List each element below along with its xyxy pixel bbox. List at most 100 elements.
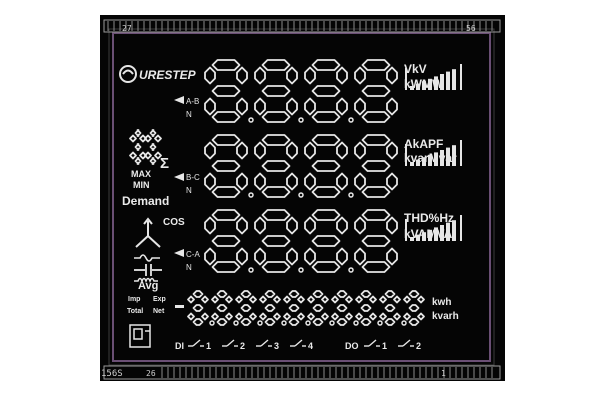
unit-row2-line1: AkAPF: [404, 137, 443, 151]
small-digit-2: [144, 129, 162, 165]
pin-label-bottom-right: 1: [441, 369, 446, 378]
bar-segment: [416, 234, 420, 241]
unit-row1-line1: VkV: [404, 62, 427, 76]
logo-ring-icon: [119, 65, 137, 83]
capacitor-icon: [134, 264, 162, 276]
bar-segment: [416, 83, 420, 90]
energy-minus-sign: [175, 305, 184, 308]
label-max: MAX: [131, 169, 151, 179]
phase-label-n-row1: N: [186, 110, 192, 119]
bar-segment: [422, 157, 426, 166]
row3-pointer-icon: [174, 249, 184, 257]
bar-segment: [446, 147, 450, 166]
digit-row2-2: [254, 134, 304, 198]
bar-segment: [428, 229, 432, 241]
do-label: DO: [345, 341, 359, 351]
di-switch-2-icon: [222, 339, 238, 347]
energy-digit-3: [235, 290, 263, 326]
unit-row3-line1: THD%Hz: [404, 211, 454, 225]
digit-row3-4: [354, 209, 398, 273]
digit-row1-3: [304, 59, 354, 123]
lcd-background: [100, 15, 505, 381]
bar-segment: [410, 237, 414, 241]
top-pin-strip: [103, 19, 501, 33]
label-min: MIN: [133, 180, 150, 190]
di-switch-3-icon: [256, 339, 272, 347]
phase-label-n-row3: N: [186, 263, 192, 272]
main-digit-rows: [204, 59, 398, 273]
energy-digit-10: [403, 290, 425, 326]
bar-graph-row3: [405, 215, 462, 241]
device-icon: [129, 324, 151, 348]
left-labels: MAX MIN Demand COS Avg Imp Exp Total Net: [122, 169, 185, 315]
pin-label-top-right: 56: [466, 24, 476, 33]
bar-segment: [452, 69, 456, 90]
energy-digit-9: [379, 290, 407, 326]
energy-digit-6: [307, 290, 335, 326]
bar-segment: [410, 86, 414, 90]
bar-segment: [434, 76, 438, 90]
bar-segment: [446, 222, 450, 241]
label-total: Total: [127, 308, 143, 315]
phase-label-ab: A-B: [186, 97, 199, 106]
di-switch-4-icon: [290, 339, 306, 347]
bar-segment: [416, 159, 420, 166]
phase-label-bc: B-C: [186, 173, 200, 182]
bar-segment: [410, 162, 414, 166]
unit-energy-line2: kvarh: [432, 311, 459, 322]
do-number: 1: [382, 341, 387, 351]
energy-digit-2: [211, 290, 239, 326]
digit-row1-1: [204, 59, 254, 123]
brand-logo: URESTEP: [119, 65, 197, 83]
energy-digit-1: [187, 290, 215, 326]
bar-segment: [434, 152, 438, 166]
energy-digit-4: [259, 290, 287, 326]
energy-digit-5: [283, 290, 311, 326]
bar-graph-row1: [405, 64, 462, 90]
row2-pointer-icon: [174, 173, 184, 181]
energy-digit-row: [187, 290, 425, 326]
logo-swirl-icon: [122, 69, 134, 75]
digit-row2-1: [204, 134, 254, 198]
di-number: 4: [308, 341, 313, 351]
label-imp: Imp: [128, 296, 140, 303]
bar-graphs: [405, 64, 462, 241]
pin-label-top-left: 27: [122, 24, 132, 33]
bottom-pin-strip: [103, 365, 501, 380]
bar-segment: [440, 225, 444, 241]
do-switch-1-icon: [364, 339, 380, 347]
bar-segment: [452, 220, 456, 241]
label-exp: Exp: [153, 296, 166, 303]
label-cos: COS: [163, 217, 185, 228]
phase-label-n-row2: N: [186, 186, 192, 195]
bar-segment: [434, 227, 438, 241]
phase-labels: A-B N B-C N C-A N: [186, 97, 200, 272]
lcd-frame: [112, 32, 491, 362]
bar-segment: [428, 78, 432, 90]
bar-segment: [428, 154, 432, 166]
left-small-digits: [129, 129, 162, 165]
bar-segment: [422, 81, 426, 90]
bar-segment: [440, 150, 444, 166]
energy-digit-8: [355, 290, 383, 326]
digit-row3-2: [254, 209, 304, 273]
energy-digit-7: [331, 290, 359, 326]
label-demand: Demand: [122, 194, 169, 208]
phase-label-ca: C-A: [186, 250, 200, 259]
bar-segment: [446, 71, 450, 90]
digit-row3-3: [304, 209, 354, 273]
digit-row2-3: [304, 134, 354, 198]
digit-row3-1: [204, 209, 254, 273]
digit-row1-2: [254, 59, 304, 123]
di-number: 1: [206, 341, 211, 351]
label-net: Net: [153, 308, 165, 315]
pin-label-bottom-mid: 26: [146, 369, 156, 378]
digit-row2-4: [354, 134, 398, 198]
label-avg: Avg: [138, 280, 158, 292]
di-number: 3: [274, 341, 279, 351]
pin-label-bottom-left: 156S: [101, 369, 123, 379]
waveform-icon: [134, 254, 160, 262]
bar-segment: [452, 145, 456, 166]
